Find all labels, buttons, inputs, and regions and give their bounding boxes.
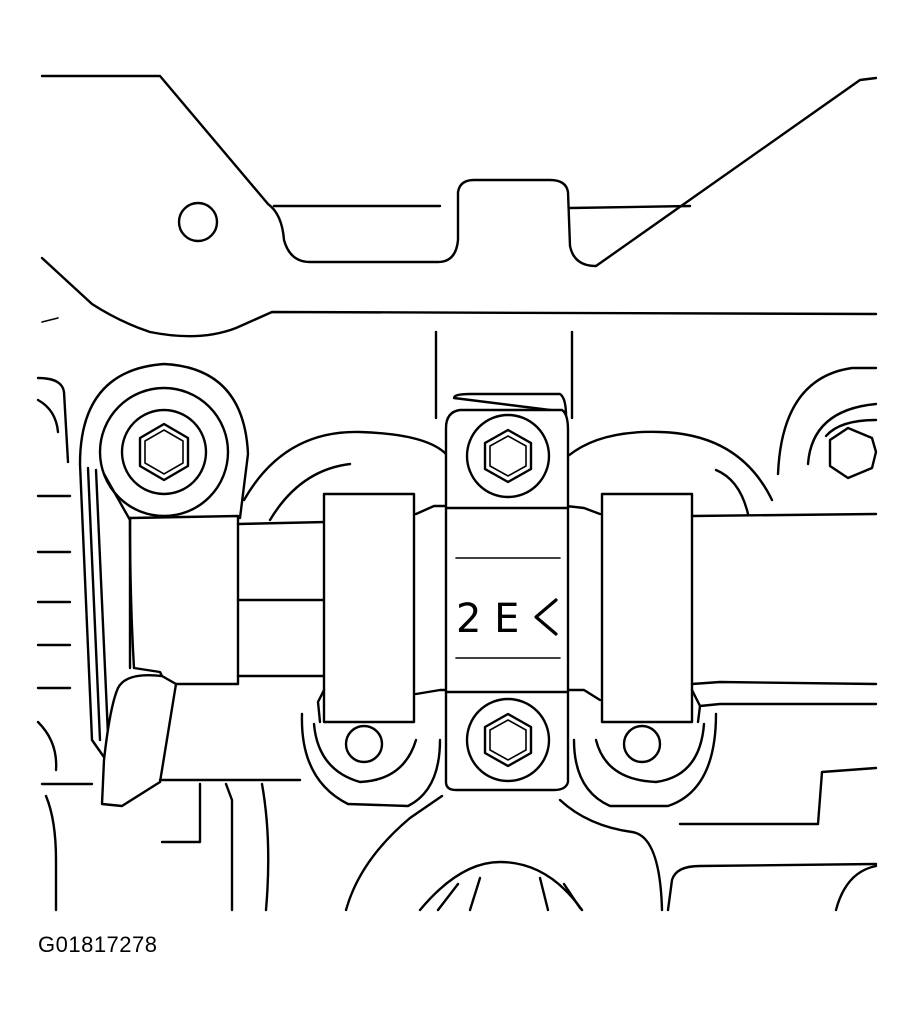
journal-housing-arcs	[242, 430, 774, 522]
left-bolt-boss	[78, 362, 250, 520]
right-bolt-boss	[776, 366, 878, 480]
lower-housing	[40, 712, 878, 912]
hex-bolt-icon	[483, 712, 533, 768]
upper-casting	[40, 74, 878, 338]
hex-bolt-icon	[483, 428, 533, 484]
figure-id-label: G01817278	[38, 932, 158, 957]
camshaft	[78, 462, 878, 808]
left-edge-ribs	[36, 376, 72, 912]
hex-bolt-icon	[138, 422, 190, 482]
cap-marking-label: 2 E	[456, 596, 519, 642]
direction-arrow-icon	[534, 598, 558, 636]
bearing-cap: 2 E	[434, 330, 574, 792]
dowel-hole-icon	[177, 201, 219, 243]
hex-bolt-icon	[828, 426, 878, 480]
